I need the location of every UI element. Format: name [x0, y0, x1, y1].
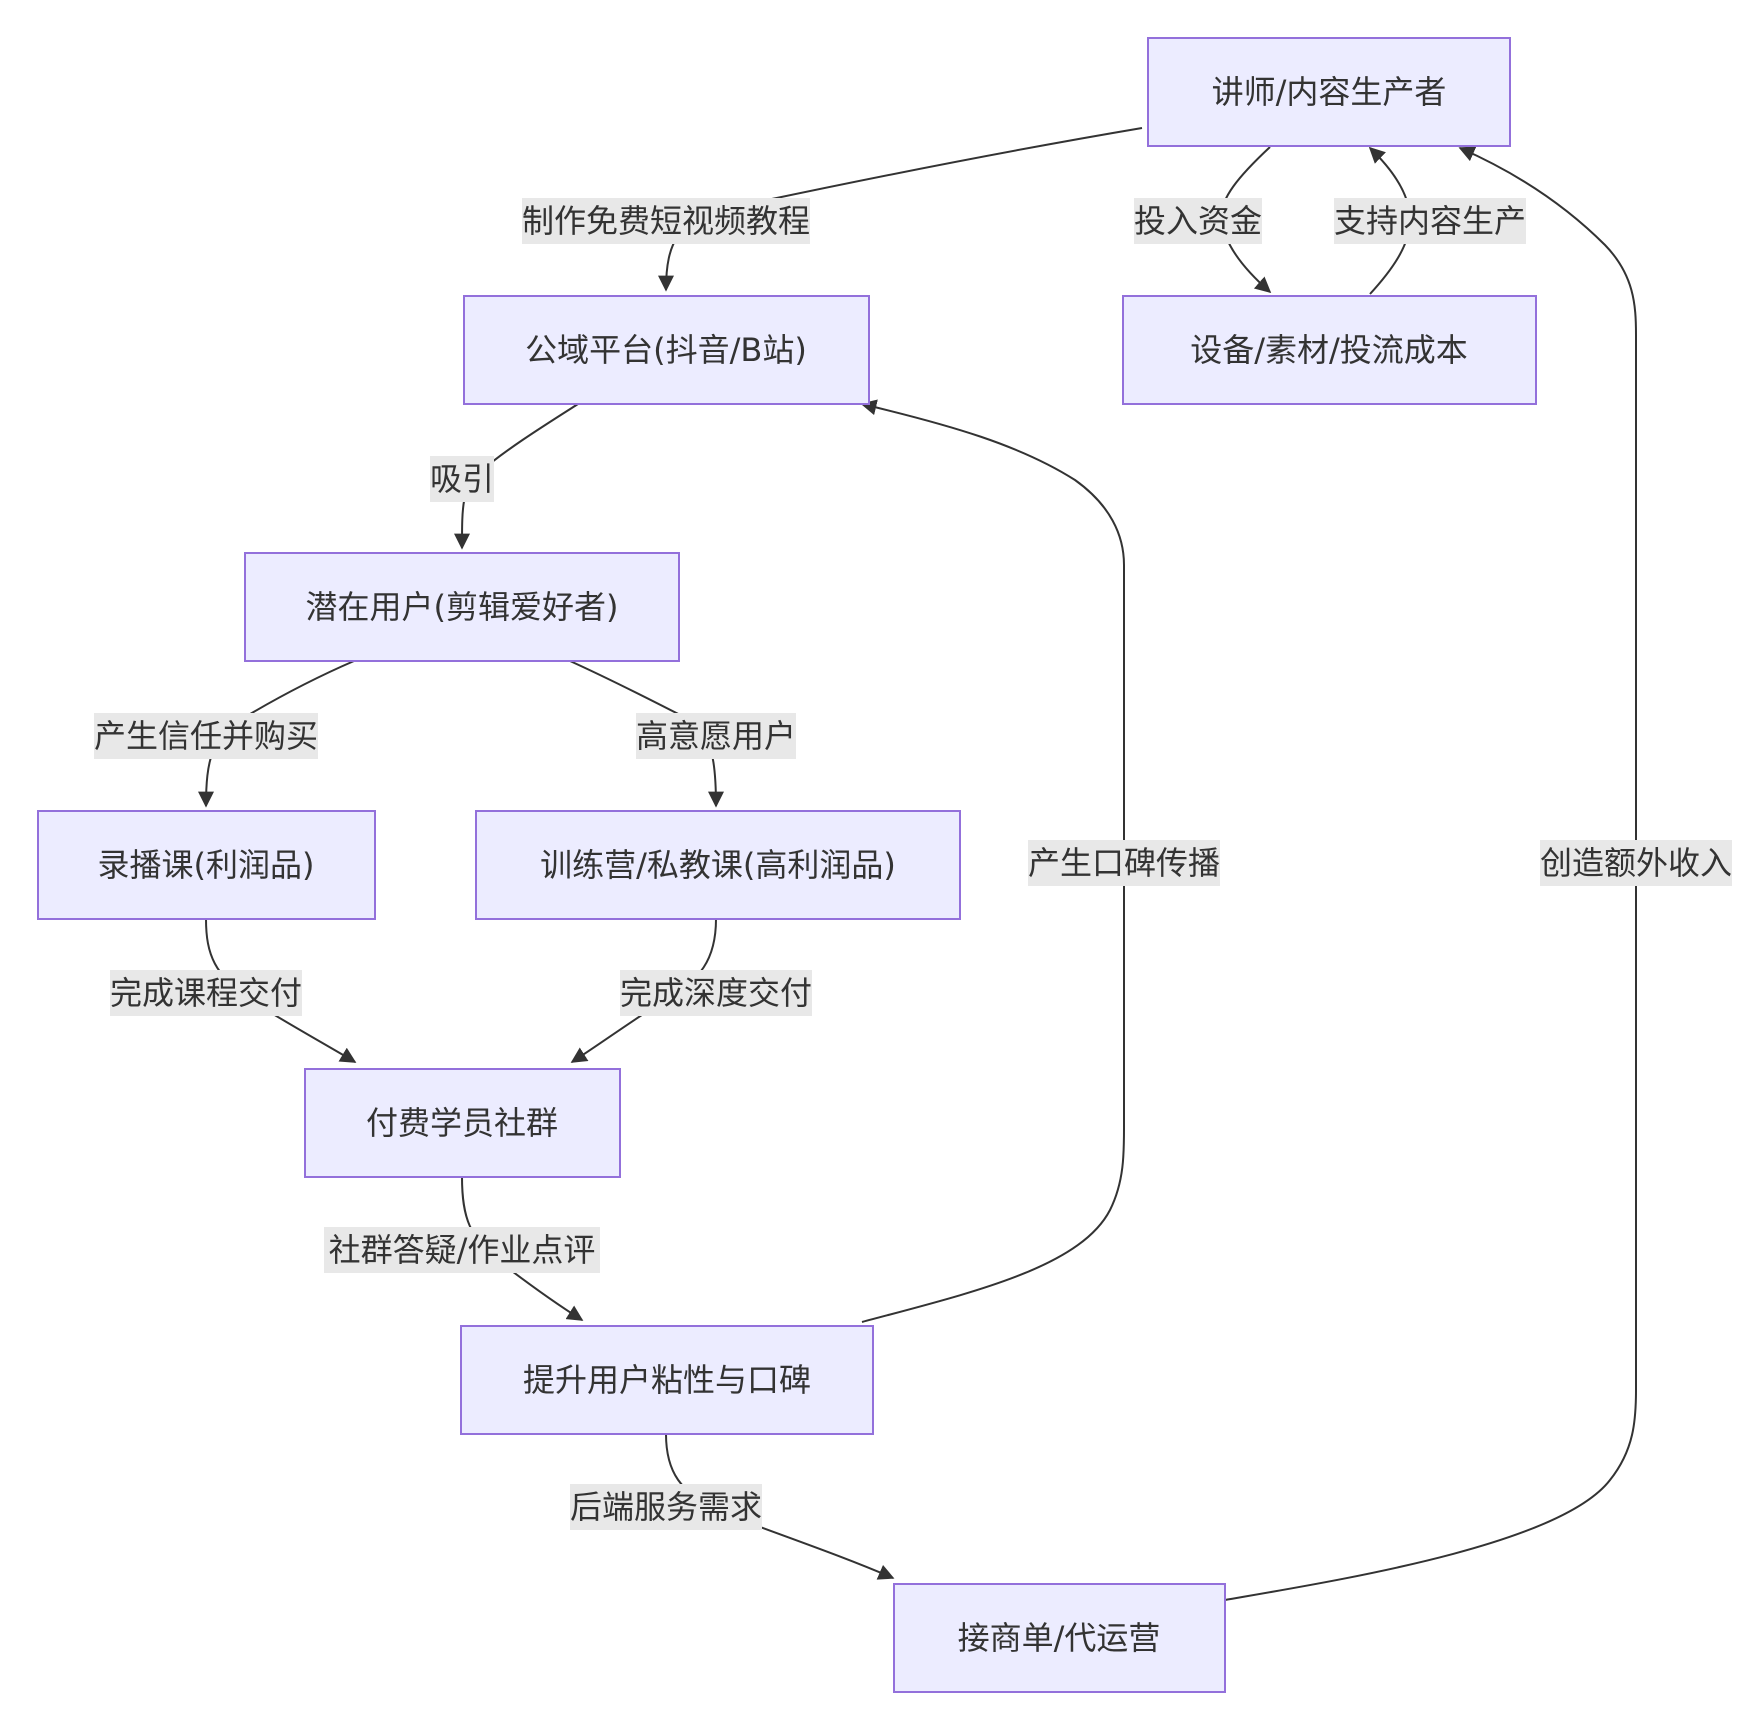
node-label: 讲师/内容生产者 [1212, 73, 1447, 111]
edge-label-text: 社群答疑/作业点评 [329, 1231, 596, 1269]
edge-label-text: 制作免费短视频教程 [522, 202, 810, 240]
edge-business-to-lecturer [1224, 146, 1637, 1601]
node-business: 接商单/代运营 [893, 1583, 1226, 1693]
edge-label-text: 产生信任并购买 [94, 717, 318, 755]
node-community: 付费学员社群 [304, 1068, 621, 1178]
node-equipment: 设备/素材/投流成本 [1122, 295, 1537, 405]
edge-label-text: 投入资金 [1134, 202, 1262, 240]
node-label: 潜在用户(剪辑爱好者) [306, 588, 619, 626]
edge-label-text: 后端服务需求 [570, 1488, 762, 1526]
edge-label-loyalty-to-business: 后端服务需求 [570, 1484, 762, 1530]
edge-label-recorded-to-community: 完成课程交付 [110, 970, 302, 1016]
node-label: 付费学员社群 [366, 1104, 558, 1142]
edge-label-lecturer-to-platform: 制作免费短视频教程 [522, 198, 810, 244]
edge-label-text: 吸引 [430, 460, 494, 498]
node-label: 公域平台(抖音/B站) [525, 331, 807, 369]
node-recorded: 录播课(利润品) [37, 810, 376, 920]
edge-label-text: 支持内容生产 [1334, 202, 1526, 240]
node-potential: 潜在用户(剪辑爱好者) [244, 552, 680, 662]
edge-label-camp-to-community: 完成深度交付 [620, 970, 812, 1016]
edge-label-platform-to-potential: 吸引 [430, 456, 494, 502]
edge-label-text: 产生口碑传播 [1028, 844, 1220, 882]
node-platform: 公域平台(抖音/B站) [463, 295, 870, 405]
node-label: 设备/素材/投流成本 [1190, 331, 1468, 369]
node-label: 提升用户粘性与口碑 [523, 1361, 811, 1399]
edge-label-lecturer-to-equipment: 投入资金 [1134, 198, 1262, 244]
node-camp: 训练营/私教课(高利润品) [475, 810, 961, 920]
edge-label-loyalty-to-platform: 产生口碑传播 [1028, 840, 1220, 886]
edge-labels: 制作免费短视频教程 投入资金 支持内容生产 吸引 产生信任并购买 高意愿用户 完… [94, 198, 1732, 1530]
edge-label-potential-to-camp: 高意愿用户 [636, 713, 796, 759]
nodes: 讲师/内容生产者 设备/素材/投流成本 公域平台(抖音/B站) 潜在用户(剪辑爱… [37, 37, 1537, 1693]
edge-label-business-to-lecturer: 创造额外收入 [1540, 840, 1732, 886]
edge-label-community-to-loyalty: 社群答疑/作业点评 [324, 1227, 600, 1273]
edge-label-equipment-to-lecturer: 支持内容生产 [1334, 198, 1526, 244]
node-label: 录播课(利润品) [98, 846, 315, 884]
node-label: 训练营/私教课(高利润品) [540, 846, 896, 884]
node-label: 接商单/代运营 [958, 1619, 1161, 1657]
edge-label-text: 高意愿用户 [636, 717, 796, 755]
node-loyalty: 提升用户粘性与口碑 [460, 1325, 874, 1435]
edge-loyalty-to-platform [860, 399, 1126, 1323]
edge-label-text: 完成课程交付 [110, 974, 302, 1012]
edge-label-text: 创造额外收入 [1540, 844, 1732, 882]
edge-label-text: 完成深度交付 [620, 974, 812, 1012]
edge-label-potential-to-recorded: 产生信任并购买 [94, 713, 318, 759]
node-lecturer: 讲师/内容生产者 [1147, 37, 1511, 147]
